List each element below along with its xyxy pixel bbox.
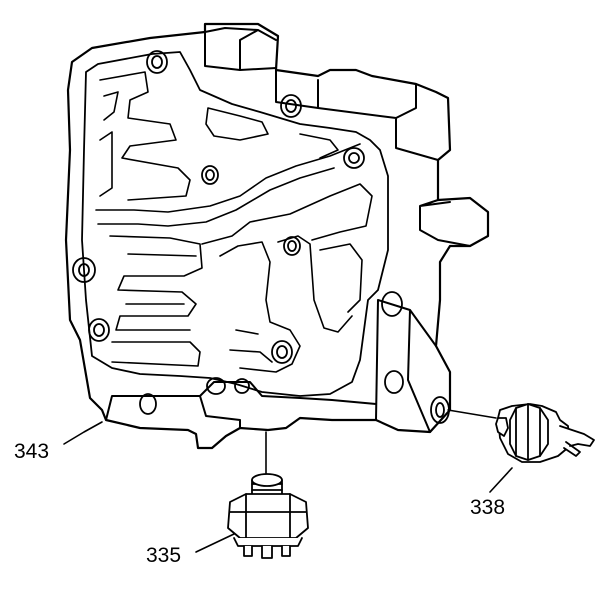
valve-body-343	[64, 22, 490, 450]
switch-335-hex	[227, 493, 309, 539]
switch-338	[495, 403, 595, 463]
switch-338-nose	[495, 417, 509, 437]
upper-right-pad	[275, 69, 439, 161]
callout-343: 343	[14, 440, 50, 463]
leader-338	[489, 467, 513, 493]
leader-335	[195, 533, 235, 553]
callout-338: 338	[470, 496, 506, 519]
axis-338	[447, 409, 497, 419]
leader-343	[63, 421, 103, 445]
callout-335: 335	[146, 544, 182, 567]
fluid-channels	[95, 71, 373, 373]
switch-338-terminal	[559, 425, 595, 457]
switch-335-base	[233, 537, 303, 547]
bottom-ledge	[105, 381, 377, 429]
leader-lines	[63, 409, 513, 553]
lower-right-block	[375, 299, 437, 433]
bolt-holes	[72, 50, 404, 415]
top-boss	[204, 27, 277, 71]
switch-335-pins	[243, 545, 291, 559]
gasket-face-edge	[81, 51, 389, 397]
right-boss	[419, 199, 471, 247]
switch-335	[227, 473, 309, 559]
